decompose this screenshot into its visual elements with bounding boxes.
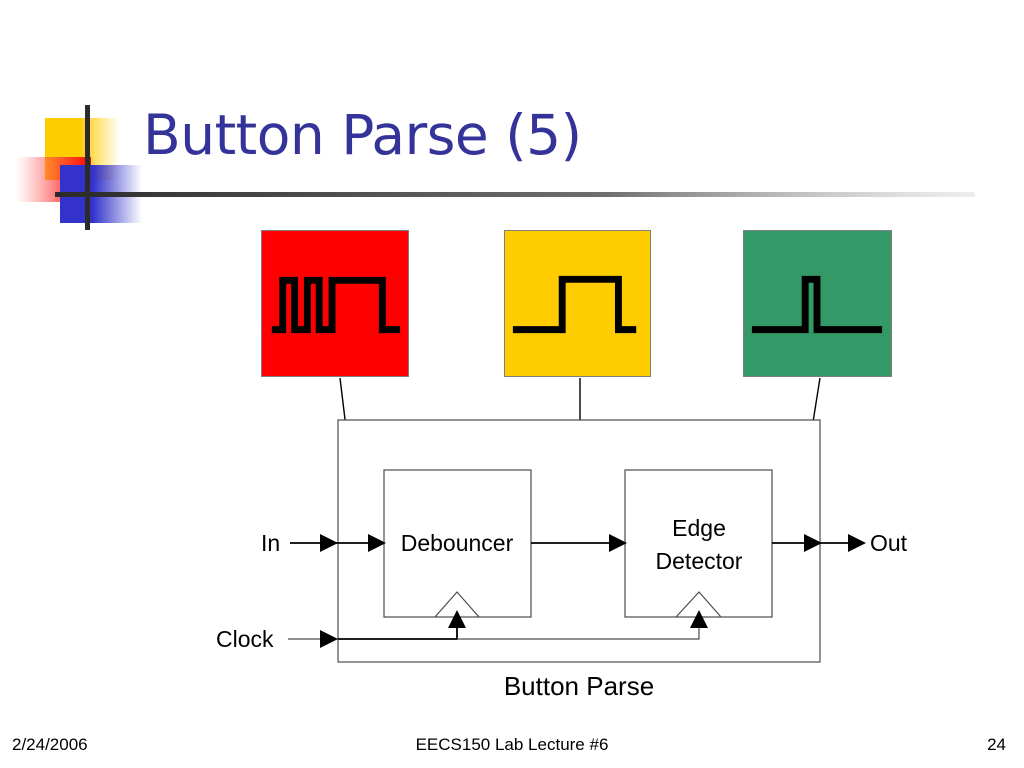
- deco-yellow-square: [45, 118, 120, 180]
- deco-horizontal-rule: [55, 192, 975, 197]
- footer-date: 2/24/2006: [12, 735, 88, 754]
- debouncer-clock-notch: [434, 591, 480, 618]
- diagram-caption: Button Parse: [504, 671, 654, 701]
- deco-vertical-rule: [85, 105, 90, 230]
- button-parse-boundary: [337, 419, 821, 663]
- slide-footer: 2/24/2006 EECS150 Lab Lecture #6 24: [0, 735, 1024, 765]
- bouncy-input-waveform-card: [261, 230, 409, 377]
- debounced-waveform-card: [504, 230, 651, 377]
- in-wire-arrowhead-boundary: [320, 534, 338, 552]
- footer-page-number: 24: [987, 735, 1006, 754]
- debouncer-block-label: Debouncer: [401, 530, 514, 556]
- clock-arrowhead-edge-detector: [690, 610, 708, 628]
- deco-red-square: [16, 157, 91, 202]
- out-wire-arrowhead-boundary: [804, 534, 822, 552]
- page-title: Button Parse (5): [143, 103, 582, 167]
- edge-detector-block-label-line2: Detector: [656, 548, 743, 574]
- in-port-label: In: [261, 530, 280, 556]
- clock-arrowhead-debouncer: [448, 610, 466, 628]
- in-wire-arrowhead-debouncer: [368, 534, 386, 552]
- out-wire-arrowhead-label: [848, 534, 866, 552]
- edge-detector-block-label-line1: Edge: [672, 515, 726, 541]
- clock-port-label: Clock: [216, 626, 274, 652]
- footer-lecture-title: EECS150 Lab Lecture #6: [415, 735, 609, 754]
- edge-detected-waveform-icon: [751, 275, 883, 334]
- deco-blue-square: [60, 165, 142, 223]
- edge-detector-clock-notch: [675, 591, 722, 618]
- clock-wire-arrowhead-boundary: [320, 630, 338, 648]
- edge-detected-waveform-card: [743, 230, 892, 377]
- debouncer-to-edge-arrowhead: [609, 534, 627, 552]
- button-parse-block-diagram: Debouncer Edge Detector In Out Clock But…: [0, 370, 1024, 710]
- bouncy-input-waveform-icon: [271, 276, 401, 334]
- debounced-waveform-icon: [512, 275, 637, 334]
- out-port-label: Out: [870, 530, 908, 556]
